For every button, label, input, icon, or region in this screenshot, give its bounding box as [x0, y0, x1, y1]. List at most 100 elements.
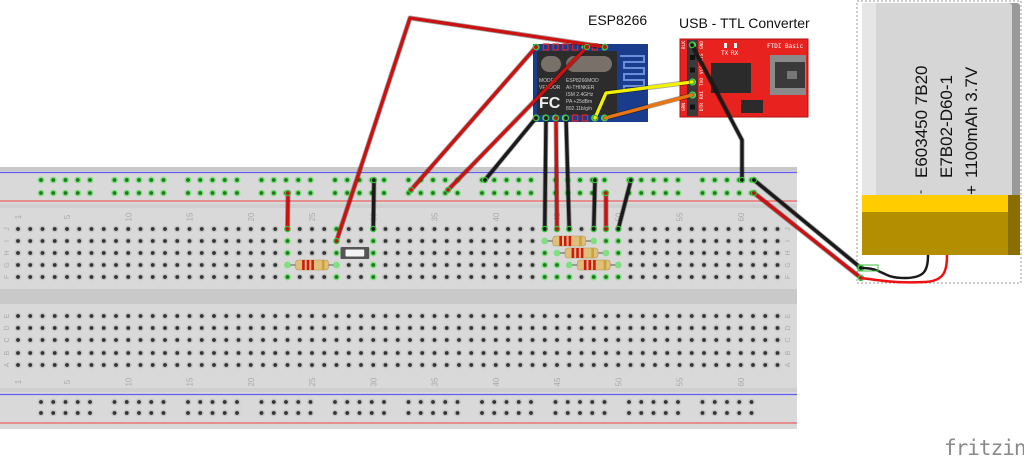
breadboard-hole-center [273, 363, 278, 367]
esp-pin[interactable] [552, 43, 559, 51]
breadboard-hole-center [751, 326, 755, 330]
breadboard-hole-center [555, 338, 559, 342]
power-rail-hole-center [161, 400, 166, 404]
ftdi-pin[interactable] [690, 104, 695, 110]
power-rail-hole-center [492, 178, 497, 182]
breadboard-hole-center [432, 251, 437, 255]
ftdi-board[interactable]: TX RX FTDI Basic GNDCTSVCCTXORXIDTRBLKGR… [679, 38, 809, 118]
black-wire[interactable] [481, 114, 540, 184]
breadboard-hole-center [432, 363, 437, 367]
breadboard-hole-center [653, 351, 657, 355]
breadboard-hole-center [579, 326, 584, 330]
red-wire[interactable] [407, 43, 540, 194]
red-wire[interactable] [444, 43, 591, 194]
breadboard-hole-center [150, 351, 155, 355]
breadboard-hole-center [408, 251, 412, 255]
red-wire[interactable] [552, 114, 561, 233]
breadboard-hole-center [150, 314, 155, 318]
resistor[interactable] [541, 235, 597, 247]
black-wire[interactable] [688, 41, 746, 184]
power-rail-hole-center [88, 411, 92, 415]
breadboard-hole-center [40, 263, 45, 267]
breadboard-hole-center [469, 314, 474, 318]
power-rail-hole-center [345, 191, 350, 195]
breadboard-hole-center [469, 275, 474, 279]
esp-pin[interactable] [572, 114, 579, 122]
power-rail-hole-center [137, 411, 141, 415]
row-letter: B [4, 350, 11, 355]
breadboard-hole-center [28, 326, 33, 330]
red-wire[interactable] [333, 15, 609, 245]
power-rail-hole-center [271, 411, 276, 415]
black-wire[interactable] [615, 176, 635, 233]
red-wire[interactable] [602, 189, 610, 233]
resistor-band [571, 248, 575, 258]
wire-end [333, 237, 340, 245]
breadboard-hole-center [420, 251, 425, 255]
breadboard-hole-center [530, 314, 535, 318]
row-letter: C [4, 337, 11, 342]
power-rail-hole-center [725, 191, 729, 195]
breadboard-hole-center [738, 275, 743, 279]
resistor[interactable] [554, 247, 609, 259]
breadboard-hole-center [28, 227, 33, 231]
power-rail-hole-center [529, 191, 533, 195]
esp-vendor-text: VENDOR [539, 85, 561, 91]
pushbutton[interactable] [340, 247, 370, 259]
breadboard-hole-center [383, 363, 388, 367]
black-wire[interactable] [590, 176, 599, 233]
ftdi-pin[interactable] [690, 55, 695, 60]
breadboard-hole-center [273, 351, 278, 355]
resistor-band [579, 236, 582, 246]
breadboard-hole-center [702, 351, 706, 355]
breadboard-hole-center [628, 338, 633, 342]
breadboard-hole-center [493, 263, 498, 267]
breadboard-hole-center [175, 338, 180, 342]
breadboard-hole-center [163, 314, 167, 318]
orange-wire[interactable] [601, 91, 696, 122]
breadboard-hole-center [77, 351, 82, 355]
breadboard-hole-center [383, 239, 388, 243]
breadboard-hole-center [408, 239, 412, 243]
breadboard-hole-center [199, 326, 204, 330]
esp-pin[interactable] [542, 43, 549, 51]
resistor[interactable] [566, 259, 622, 271]
breadboard-hole-center [187, 338, 192, 342]
row-letter: E [785, 313, 792, 318]
breadboard-hole-center [395, 227, 400, 231]
breadboard-hole-center [175, 363, 180, 367]
black-wire[interactable] [562, 114, 573, 233]
resistor[interactable] [284, 259, 340, 271]
breadboard-hole-center [297, 338, 302, 342]
breadboard-hole-center [346, 239, 351, 243]
breadboard-hole-center [77, 263, 82, 267]
black-wire[interactable] [370, 176, 378, 233]
breadboard-hole-center [775, 251, 780, 255]
ftdi-pin[interactable] [690, 67, 695, 73]
breadboard-hole-center [506, 326, 510, 330]
breadboard-hole-center [150, 251, 155, 255]
lipo-battery[interactable]: E603450 7B20 E7B02-D60-1 1100mAh 3.7V - … [856, 0, 1022, 284]
breadboard-hole-center [126, 227, 131, 231]
wire-end [566, 225, 573, 233]
black-wire[interactable] [541, 114, 550, 233]
red-wire[interactable] [750, 189, 865, 282]
breadboard-hole-center [28, 275, 33, 279]
breadboard-hole-center [40, 338, 45, 342]
breadboard-hole-center [77, 363, 82, 367]
power-rail-hole-center [235, 400, 239, 404]
esp-pin[interactable] [581, 114, 589, 122]
power-rail-hole-center [712, 400, 717, 404]
esp-pin[interactable] [562, 43, 569, 51]
ftdi-pin-label: DTR [699, 103, 705, 111]
power-rail-hole-center [455, 411, 460, 415]
breadboard-hole-center [689, 314, 694, 318]
red-wire[interactable] [284, 189, 292, 233]
yellow-wire[interactable] [591, 78, 696, 122]
breadboard-hole-center [163, 251, 167, 255]
breadboard-hole-center [150, 275, 155, 279]
ftdi-pin-label: GRN [681, 103, 687, 111]
power-rail-hole-center [529, 411, 533, 415]
power-rail-hole-center [63, 411, 68, 415]
power-rail-hole-center [259, 191, 264, 195]
